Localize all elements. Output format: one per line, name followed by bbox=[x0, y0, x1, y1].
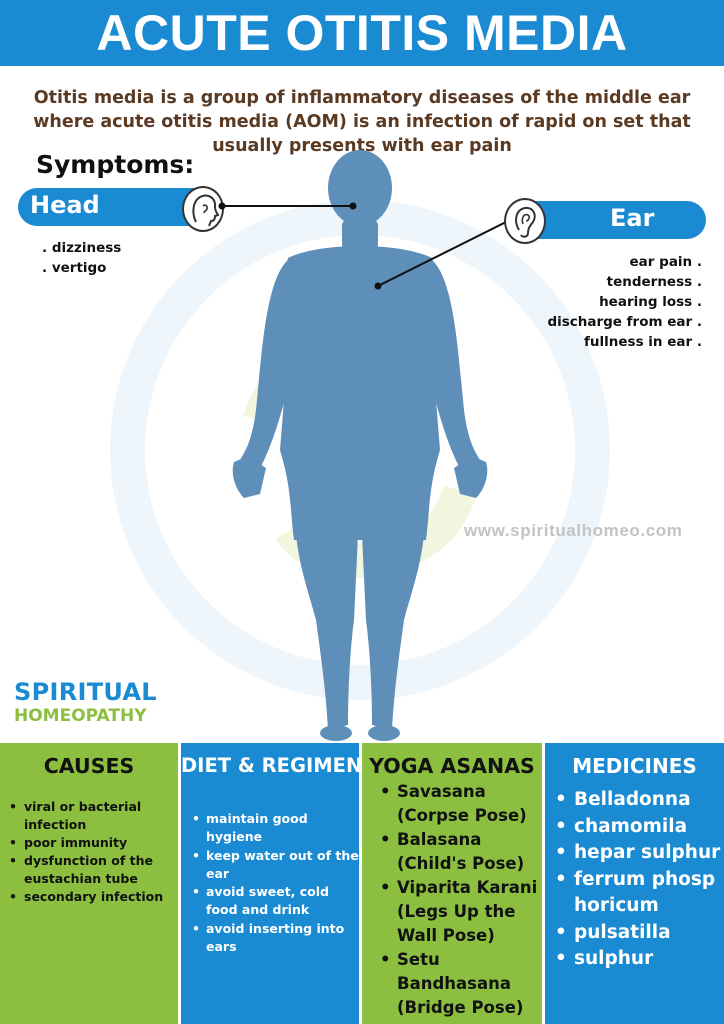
head-category-label: Head bbox=[30, 191, 100, 219]
yoga-asanas-panel: YOGA ASANAS Savasana (Corpse Pose) Balas… bbox=[362, 743, 542, 1024]
causes-panel: CAUSES viral or bacterial infection poor… bbox=[0, 743, 178, 1024]
medicines-panel: MEDICINES Belladonna chamomila hepar sul… bbox=[545, 743, 724, 1024]
list-item: avoid inserting into ears bbox=[181, 920, 359, 957]
list-item: hepar sulphur bbox=[545, 840, 724, 867]
list-item: keep water out of the ear bbox=[181, 847, 359, 884]
list-item: ferrum phosphoricum bbox=[545, 867, 724, 920]
list-item: pulsatilla bbox=[545, 920, 724, 947]
intro-text: Otitis media is a group of inflammatory … bbox=[33, 88, 691, 156]
ear-symptom-list: ear pain . tenderness . hearing loss . d… bbox=[547, 252, 702, 352]
symptoms-label: Symptoms: bbox=[36, 150, 195, 179]
page-title: ACUTE OTITIS MEDIA bbox=[0, 0, 724, 66]
causes-list: viral or bacterial infection poor immuni… bbox=[0, 798, 178, 906]
list-item: . vertigo bbox=[42, 260, 107, 276]
list-item: . dizziness bbox=[42, 240, 122, 256]
list-item: sulphur bbox=[545, 946, 724, 973]
list-item: chamomila bbox=[545, 814, 724, 841]
list-item: ear pain . bbox=[629, 254, 702, 270]
medicines-list: Belladonna chamomila hepar sulphur ferru… bbox=[545, 787, 724, 973]
diet-regimen-panel: DIET & REGIMEN maintain good hygiene kee… bbox=[181, 743, 363, 1024]
list-item: Setu Bandhasana (Bridge Pose) bbox=[362, 948, 542, 1020]
ear-icon bbox=[504, 198, 546, 244]
head-category-tag: Head bbox=[18, 188, 208, 226]
list-item: Belladonna bbox=[545, 787, 724, 814]
brand-subtitle: HOMEOPATHY bbox=[14, 706, 147, 726]
head-symptom-list: . dizziness . vertigo bbox=[42, 238, 121, 278]
diet-heading: DIET & REGIMEN bbox=[181, 754, 363, 777]
list-item: avoid sweet, cold food and drink bbox=[181, 883, 359, 920]
list-item: fullness in ear . bbox=[584, 334, 702, 350]
website-url: www.spiritualhomeo.com bbox=[464, 521, 683, 540]
list-item: Savasana (Corpse Pose) bbox=[362, 780, 542, 828]
list-item: Balasana (Child's Pose) bbox=[362, 828, 542, 876]
list-item: poor immunity bbox=[0, 834, 178, 852]
list-item: viral or bacterial infection bbox=[0, 798, 178, 834]
yoga-list: Savasana (Corpse Pose) Balasana (Child's… bbox=[362, 780, 542, 1020]
yoga-heading: YOGA ASANAS bbox=[369, 754, 535, 778]
list-item: dysfunction of the eustachian tube bbox=[0, 852, 178, 888]
brand-name: SPIRITUAL bbox=[14, 678, 157, 706]
list-item: maintain good hygiene bbox=[181, 810, 359, 847]
list-item: secondary infection bbox=[0, 888, 178, 906]
list-item: hearing loss . bbox=[599, 294, 702, 310]
list-item: Viparita Karani (Legs Up the Wall Pose) bbox=[362, 876, 542, 948]
diet-list: maintain good hygiene keep water out of … bbox=[181, 810, 359, 956]
medicines-heading: MEDICINES bbox=[572, 754, 697, 778]
causes-heading: CAUSES bbox=[43, 754, 135, 778]
ear-category-label: Ear bbox=[610, 204, 655, 232]
list-item: discharge from ear . bbox=[547, 314, 702, 330]
list-item: tenderness . bbox=[606, 274, 702, 290]
ear-category-tag: Ear bbox=[520, 201, 706, 239]
